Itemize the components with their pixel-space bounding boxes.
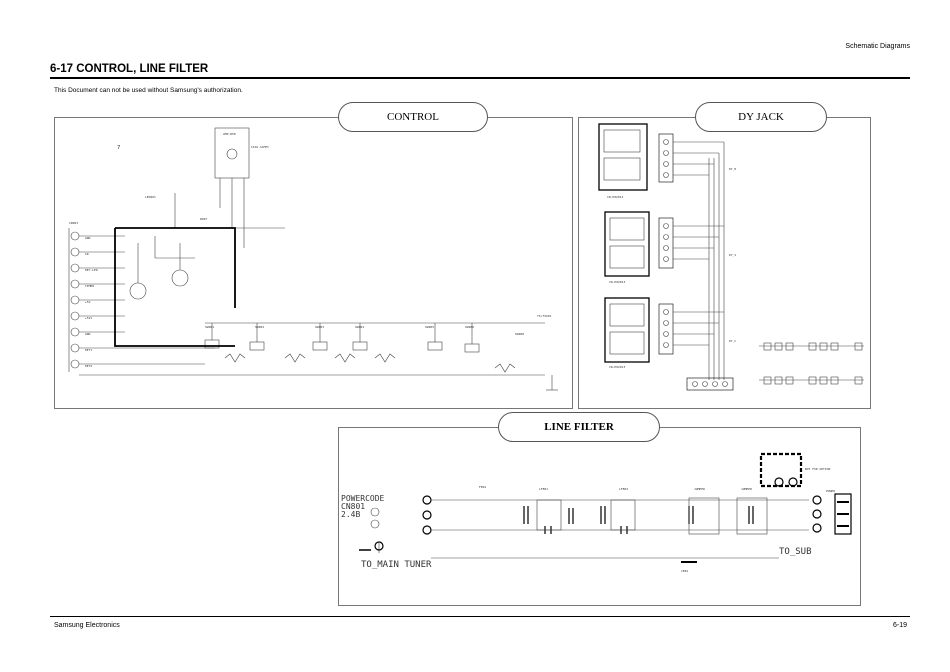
svg-text:JUMPER: JUMPER <box>694 487 705 491</box>
svg-text:POWER: POWER <box>826 489 835 493</box>
svg-text:LED901: LED901 <box>145 195 156 199</box>
svg-text:SW901: SW901 <box>205 325 214 329</box>
dyjack-label: DY JACK <box>695 102 827 132</box>
jack-block-1 <box>598 123 648 191</box>
jumper-row <box>763 342 863 385</box>
svg-text:CN903: CN903 <box>69 221 78 225</box>
svg-text:GND: GND <box>85 236 91 240</box>
svg-text:GND: GND <box>85 332 91 336</box>
svg-text:SW903: SW903 <box>315 325 324 329</box>
svg-text:CN-P02013: CN-P02013 <box>609 365 625 369</box>
svg-text:DY_C: DY_C <box>729 339 736 343</box>
footer-brand: Samsung Electronics <box>54 622 120 629</box>
svg-text:+5V1: +5V1 <box>85 316 92 320</box>
authorization-notice: This Document can not be used without Sa… <box>54 87 243 94</box>
svg-text:SW906: SW906 <box>465 325 474 329</box>
cn801-part-label: 2.4B <box>341 510 361 519</box>
svg-text:LF801: LF801 <box>539 487 548 491</box>
svg-text:KEY2: KEY2 <box>85 364 92 368</box>
svg-text:TS/TS601: TS/TS601 <box>537 314 552 318</box>
linefilter-label: LINE FILTER <box>498 412 660 442</box>
svg-text:F801: F801 <box>479 485 486 489</box>
svg-text:SW908: SW908 <box>515 332 524 336</box>
powercode-label: POWERCODE <box>341 494 385 503</box>
connector-1 <box>658 133 674 183</box>
control-pin-column <box>68 228 545 376</box>
page-title: 6-17 CONTROL, LINE FILTER <box>50 63 209 75</box>
control-label: CONTROL <box>338 102 488 132</box>
svg-text:NOT FOR OPTION: NOT FOR OPTION <box>805 467 830 471</box>
svg-text:DY_H: DY_H <box>729 167 736 171</box>
connector-3 <box>658 303 674 355</box>
to-sub-label: TO_SUB <box>779 547 812 557</box>
svg-text:IR: IR <box>85 252 89 256</box>
svg-text:DY_V: DY_V <box>729 253 736 257</box>
connector-2 <box>658 217 674 269</box>
option-block <box>759 452 803 488</box>
svg-text:IS1U-S1MFC: IS1U-S1MFC <box>251 145 269 149</box>
title-divider <box>50 77 910 79</box>
svg-text:SW902: SW902 <box>255 325 264 329</box>
svg-text:R907: R907 <box>200 217 207 221</box>
section-name: Schematic Diagrams <box>845 43 910 50</box>
dy-jack-output-connector <box>686 377 734 391</box>
svg-text:+5V: +5V <box>85 300 91 304</box>
svg-text:C801: C801 <box>681 569 688 573</box>
svg-text:TIMER: TIMER <box>85 284 94 288</box>
footer-divider <box>50 616 910 617</box>
jack-block-2 <box>604 211 650 277</box>
cn801-label: CN801 <box>341 502 366 511</box>
page-number: 6-19 <box>892 622 907 629</box>
svg-text:CN-P02013: CN-P02013 <box>607 195 623 199</box>
svg-text:KEY-LED: KEY-LED <box>85 268 98 272</box>
svg-text:KEY1: KEY1 <box>85 348 92 352</box>
svg-text:7: 7 <box>117 145 120 151</box>
svg-text:SW904: SW904 <box>355 325 364 329</box>
jack-block-3 <box>604 297 650 363</box>
to-main-tuner-label: TO_MAIN TUNER <box>361 560 432 570</box>
svg-text:CN-P02013: CN-P02013 <box>609 280 625 284</box>
svg-text:AMP-R58: AMP-R58 <box>223 132 236 136</box>
svg-text:JUMPER: JUMPER <box>741 487 752 491</box>
svg-text:LF802: LF802 <box>619 487 628 491</box>
svg-text:SW905: SW905 <box>425 325 434 329</box>
tact-switch-row <box>204 323 480 353</box>
